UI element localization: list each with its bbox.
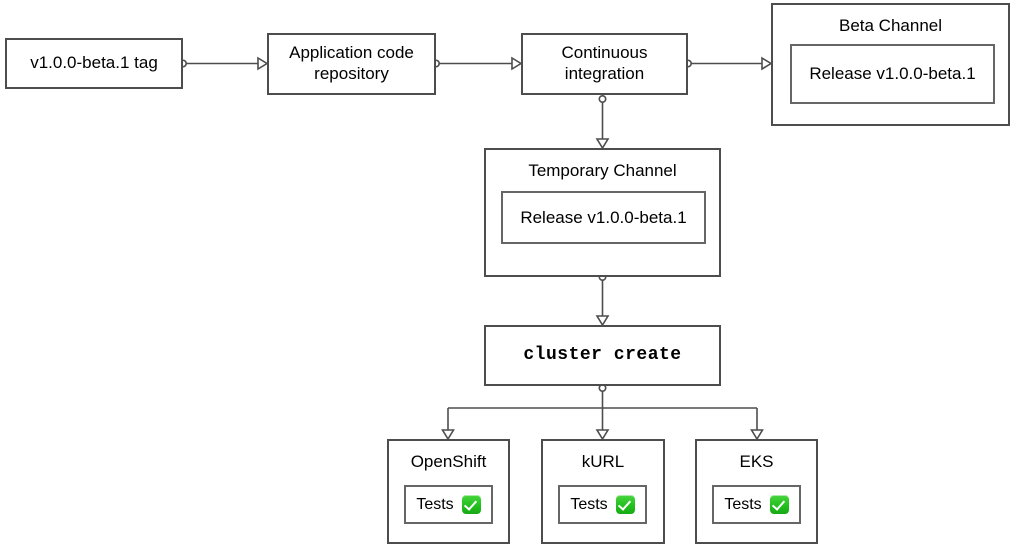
temporary-channel-title: Temporary Channel [528,161,677,180]
beta-channel-release-label: Release v1.0.0-beta.1 [809,64,976,83]
node-temporary-channel[interactable]: Temporary Channel Release v1.0.0-beta.1 [484,148,721,277]
kurl-title: kURL [581,452,625,471]
kurl-tests-label: Tests [570,495,608,513]
openshift-tests-box[interactable]: Tests [404,485,493,524]
node-continuous-integration[interactable]: Continuous integration [521,33,688,95]
node-eks[interactable]: EKS Tests [695,439,818,544]
eks-title: EKS [739,452,774,471]
edge-tag-to-repo [179,56,269,71]
node-continuous-integration-label: Continuous integration [561,43,648,83]
openshift-title: OpenShift [410,452,487,471]
node-version-tag-label: v1.0.0-beta.1 tag [30,53,158,73]
edge-ci-to-temporary-channel [595,95,610,150]
kurl-tests-box[interactable]: Tests [558,485,647,524]
openshift-tests-label: Tests [416,495,454,513]
node-cluster-create-label: cluster create [523,344,682,365]
green-check-icon [461,495,481,514]
node-beta-channel[interactable]: Beta Channel Release v1.0.0-beta.1 [771,3,1010,126]
temporary-channel-release-label: Release v1.0.0-beta.1 [520,207,687,227]
node-application-code-repository[interactable]: Application code repository [267,33,436,95]
temporary-channel-release-box[interactable]: Release v1.0.0-beta.1 [501,191,706,244]
beta-channel-release-box[interactable]: Release v1.0.0-beta.1 [790,44,995,104]
edge-repo-to-ci [431,56,523,71]
eks-tests-label: Tests [724,495,762,513]
edge-temporary-channel-to-cluster-create [595,272,610,327]
node-cluster-create[interactable]: cluster create [484,325,721,386]
node-version-tag[interactable]: v1.0.0-beta.1 tag [5,38,183,89]
node-openshift[interactable]: OpenShift Tests [387,439,510,544]
beta-channel-title: Beta Channel [838,16,943,35]
node-kurl[interactable]: kURL Tests [541,439,665,544]
edge-ci-to-beta-channel [683,56,773,71]
green-check-icon [615,495,635,514]
eks-tests-box[interactable]: Tests [712,485,801,524]
edge-cluster-create-to-platforms [441,383,764,441]
node-application-code-repository-label: Application code repository [289,43,414,83]
green-check-icon [769,495,789,514]
